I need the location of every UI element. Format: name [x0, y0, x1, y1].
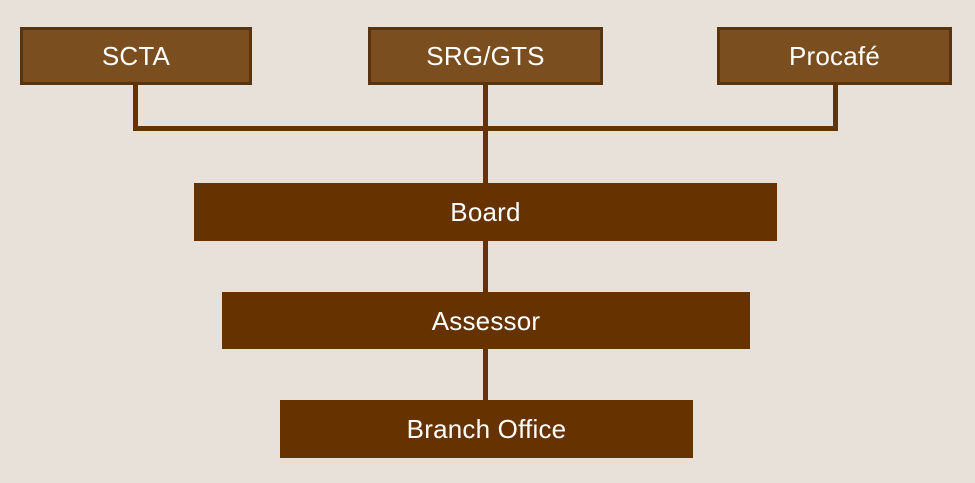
- node-assessor[interactable]: Assessor: [222, 292, 750, 349]
- connector-bus-to-board: [483, 126, 488, 186]
- connector-assessor-to-branch-office: [483, 347, 488, 402]
- connector-scta-to-bus: [133, 84, 138, 131]
- node-srg-gts[interactable]: SRG/GTS: [368, 27, 603, 85]
- node-procafe-label: Procafé: [788, 41, 880, 71]
- node-scta[interactable]: SCTA: [20, 27, 252, 85]
- connector-board-to-assessor: [483, 239, 488, 295]
- node-branch-office[interactable]: Branch Office: [280, 400, 693, 458]
- connector-srggts-to-bus: [483, 84, 488, 131]
- node-assessor-label: Assessor: [431, 305, 541, 336]
- node-procafe[interactable]: Procafé: [717, 27, 952, 85]
- node-branch-office-label: Branch Office: [406, 414, 567, 444]
- node-srg-gts-label: SRG/GTS: [426, 41, 545, 71]
- node-board-label: Board: [450, 197, 521, 227]
- connector-procafe-to-bus: [833, 84, 838, 131]
- node-board[interactable]: Board: [194, 183, 777, 241]
- node-scta-label: SCTA: [101, 41, 171, 71]
